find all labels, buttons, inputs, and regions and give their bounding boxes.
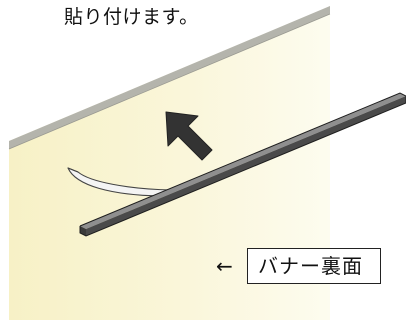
wall-top-edge xyxy=(9,6,330,149)
release-tape-fold xyxy=(67,167,79,173)
instruction-caption: 貼り付けます。 xyxy=(64,6,199,28)
callout-box xyxy=(247,248,381,284)
callout-label: バナー裏面 xyxy=(258,254,363,278)
left-arrow-icon: ← xyxy=(216,254,233,278)
wall-panel xyxy=(9,6,330,320)
banner-rail-bar xyxy=(79,92,406,237)
wall-top-edge-line xyxy=(8,13,331,150)
direction-arrow-icon xyxy=(165,111,213,161)
